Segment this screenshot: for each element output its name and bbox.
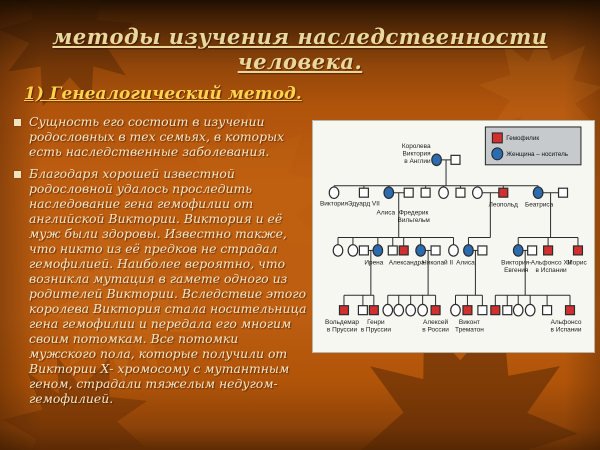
pedigree-node (524, 303, 536, 317)
pedigree-node (532, 186, 544, 200)
pedigree-node (415, 244, 427, 257)
pedigree-node (430, 305, 441, 316)
pedigree-label: Александра (389, 259, 425, 266)
pedigree-node (403, 187, 414, 198)
bullet-marker-icon (14, 119, 21, 126)
legend-label: Гемофилик (506, 135, 539, 142)
pedigree-label: Морис (567, 259, 587, 266)
pedigree-node (417, 303, 429, 317)
pedigree-node (332, 244, 344, 257)
section-heading: 1) Генеалогический метод. (24, 84, 302, 104)
pedigree-node (543, 245, 554, 256)
pedigree-node (358, 245, 369, 256)
page-title: методы изучения наследственности человек… (52, 24, 548, 74)
pedigree-node (490, 305, 501, 316)
legend-hemophiliac-icon (491, 132, 503, 144)
pedigree-node (383, 186, 395, 200)
pedigree-node (347, 244, 359, 257)
pedigree-label: Ирена (364, 259, 383, 266)
pedigree-node (448, 244, 459, 257)
pedigree-node (502, 305, 513, 316)
pedigree-node (572, 245, 584, 256)
bullet-marker-icon (14, 171, 21, 178)
pedigree-node (357, 305, 368, 316)
list-item: Сущность его состоит в изучении родослов… (10, 114, 308, 159)
pedigree-label: Николай II (422, 258, 453, 266)
pedigree-node (477, 245, 488, 256)
pedigree-node (328, 186, 340, 200)
pedigree-node (450, 154, 461, 165)
pedigree-node (462, 305, 473, 316)
bullet-text: Сущность его состоит в изучении родослов… (29, 114, 285, 159)
pedigree-node (438, 186, 449, 200)
pedigree-node (393, 303, 405, 317)
pedigree-node (431, 153, 442, 167)
pedigree-node (542, 305, 553, 316)
pedigree-label: Алиса (377, 210, 396, 217)
pedigree-node (420, 187, 431, 198)
pedigree-label: Леопольд (489, 202, 519, 209)
pedigree-node (463, 244, 474, 257)
bullet-text: Благодаря хорошей известной родословной … (29, 166, 307, 406)
pedigree-node (387, 245, 398, 256)
pedigree-node (477, 305, 488, 316)
pedigree-label: Виктория (320, 201, 349, 208)
pedigree-node (430, 245, 441, 256)
pedigree-node (472, 186, 483, 200)
pedigree-node (368, 305, 379, 316)
legend-label: Женщина – носитель (506, 151, 568, 158)
bullet-list: Сущность его состоит в изучении родослов… (10, 114, 308, 413)
pedigree-label: Алиса (456, 259, 475, 266)
legend-carrier-icon (491, 147, 504, 161)
pedigree-label: Виктория-Евгения (501, 259, 531, 273)
pedigree-node (358, 187, 369, 198)
pedigree-node (557, 187, 569, 198)
pedigree-node (527, 245, 538, 256)
pedigree-node (398, 245, 409, 256)
pedigree-node (382, 303, 394, 317)
list-item: Благодаря хорошей известной родословной … (10, 166, 308, 406)
pedigree-node (512, 303, 524, 317)
pedigree-node (405, 303, 417, 317)
pedigree-node (372, 244, 384, 257)
pedigree-node (455, 187, 466, 198)
pedigree-label: Эдуард VII (348, 201, 380, 208)
pedigree-node (512, 244, 524, 257)
pedigree-label: Беатриса (525, 202, 554, 209)
pedigree-node (498, 187, 509, 198)
pedigree-node (338, 305, 350, 316)
pedigree-node (564, 305, 576, 316)
pedigree-node (450, 303, 461, 317)
